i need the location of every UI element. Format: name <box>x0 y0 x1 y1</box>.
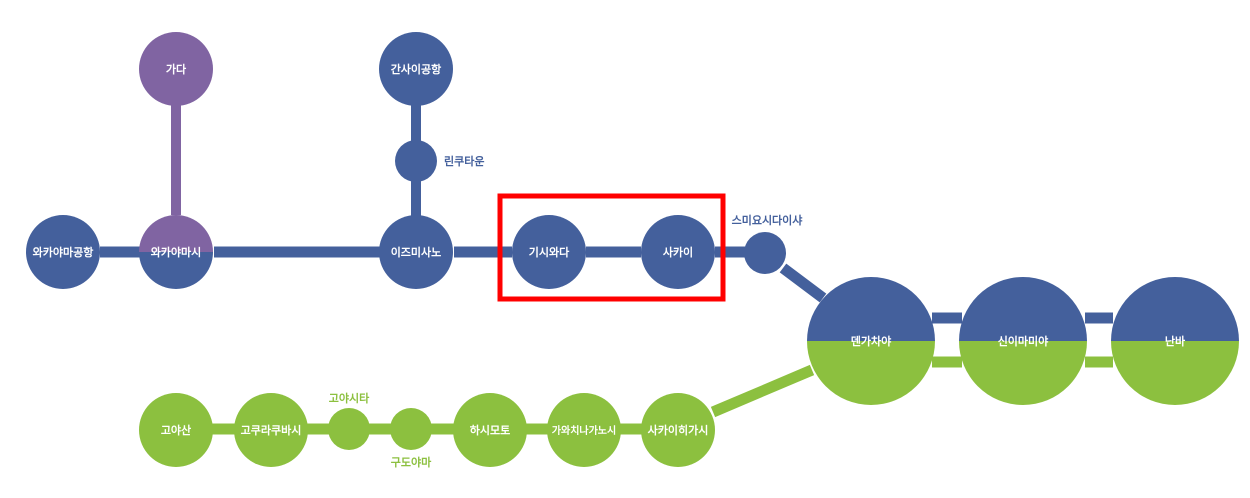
station-label: 사카이 <box>663 245 693 259</box>
station-label: 와카야마시 <box>151 245 202 259</box>
station-label: 고야산 <box>161 423 191 437</box>
station-kishiwada[interactable]: 기시와다 <box>512 215 586 289</box>
station-label: 스미요시다이샤 <box>732 213 803 227</box>
station-koyashita[interactable]: 고야시타 <box>328 391 370 450</box>
station-sumiyoshitaisha[interactable]: 스미요시다이샤 <box>732 213 803 274</box>
station-koyasan[interactable]: 고야산 <box>139 393 213 467</box>
station-sakaihigashi[interactable]: 사카이히가시 <box>641 393 715 467</box>
station-label: 고쿠라쿠바시 <box>241 423 302 437</box>
station-label: 기시와다 <box>529 245 570 259</box>
station-label: 신이마미야 <box>998 334 1049 348</box>
station-label: 린쿠타운 <box>444 154 484 168</box>
station-kudoyama[interactable]: 구도야마 <box>390 408 432 469</box>
station-label: 간사이공항 <box>391 62 442 76</box>
station-sakai[interactable]: 사카이 <box>641 215 715 289</box>
station-label: 가다 <box>166 62 187 76</box>
station-gokurakubashi[interactable]: 고쿠라쿠바시 <box>234 393 308 467</box>
station-label: 구도야마 <box>391 455 432 469</box>
station-rinku-town[interactable]: 린쿠타운 <box>395 140 484 182</box>
station-label: 하시모토 <box>470 423 510 437</box>
station-tengachaya[interactable]: 덴가차야 <box>807 277 935 405</box>
station-label: 가와치나가노시 <box>552 424 616 437</box>
station-wakayama-airport[interactable]: 와카야마공항 <box>26 215 100 289</box>
station-kada[interactable]: 가다 <box>139 32 213 106</box>
station-label: 덴가차야 <box>851 334 891 348</box>
station-namba[interactable]: 난바 <box>1111 277 1239 405</box>
station-hashimoto[interactable]: 하시모토 <box>453 393 527 467</box>
station-label: 난바 <box>1165 334 1186 348</box>
station-shinimamiya[interactable]: 신이마미야 <box>959 277 1087 405</box>
highlight-box <box>497 193 726 302</box>
station-label: 와카야마공항 <box>33 245 94 259</box>
station-kawachinagano[interactable]: 가와치나가노시 <box>547 393 621 467</box>
station-label: 고야시타 <box>329 391 370 405</box>
station-label: 이즈미사노 <box>391 245 442 259</box>
station-kansai-airport[interactable]: 간사이공항 <box>379 32 453 106</box>
station-wakayamashi[interactable]: 와카야마시 <box>139 215 213 289</box>
station-izumisano[interactable]: 이즈미사노 <box>379 215 453 289</box>
blue-line-segment <box>779 263 827 303</box>
green-line-segment <box>710 364 815 418</box>
station-label: 사카이히가시 <box>648 423 709 437</box>
